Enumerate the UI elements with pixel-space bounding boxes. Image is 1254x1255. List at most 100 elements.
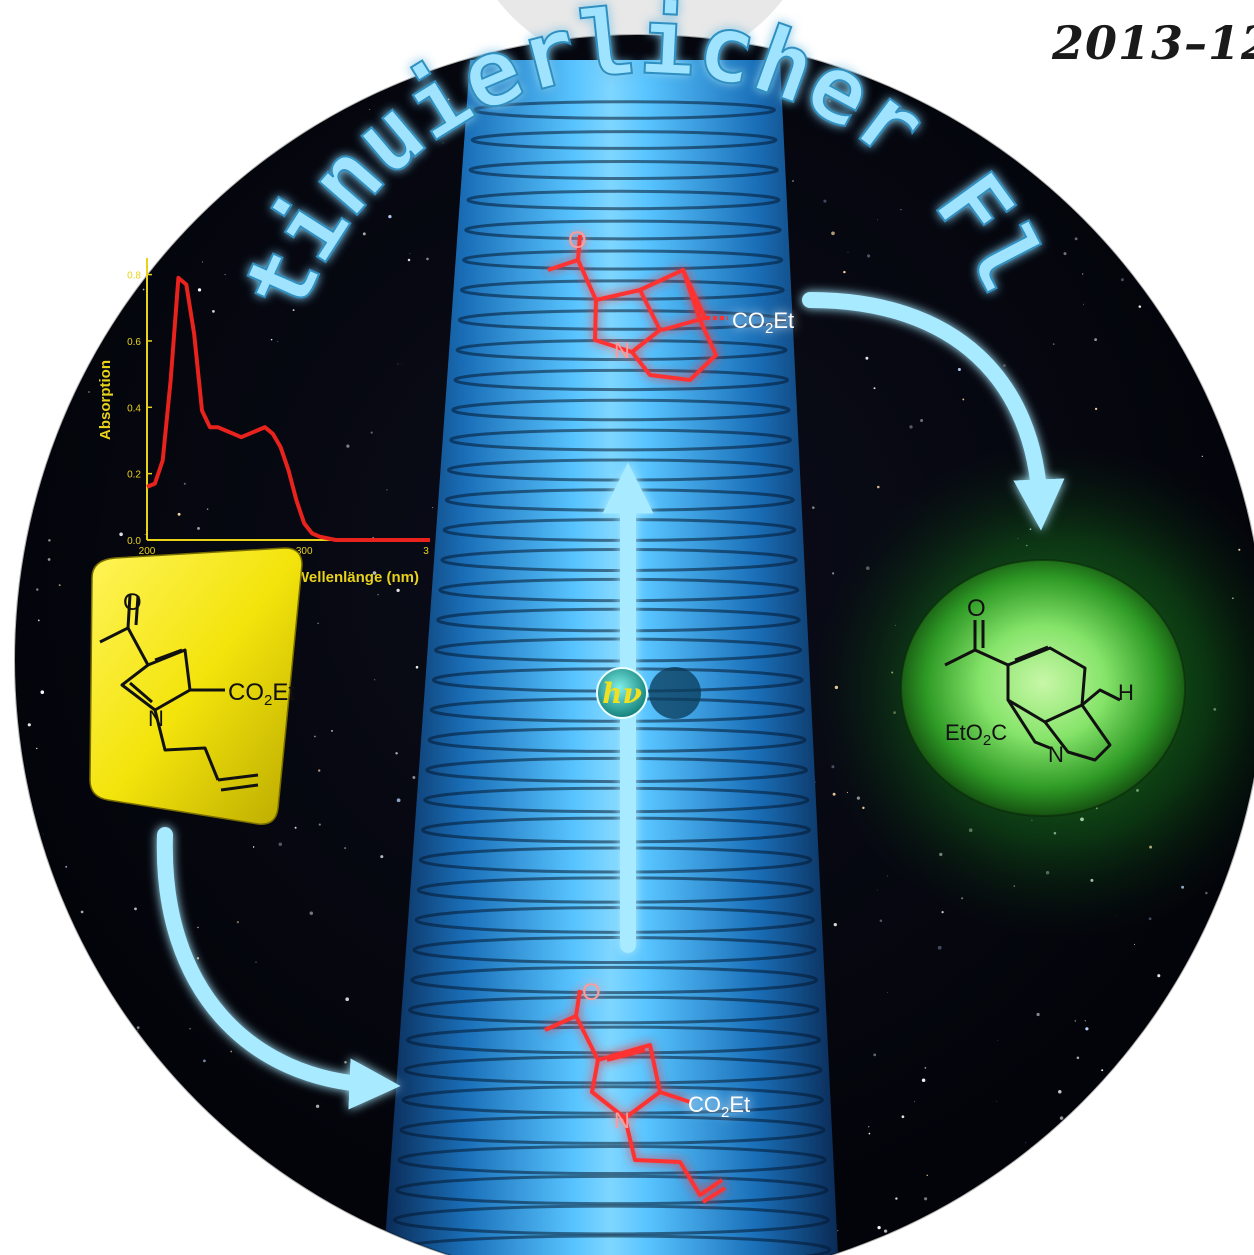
tube-ring — [468, 159, 779, 181]
y-axis-label: Absorption — [97, 360, 114, 440]
star — [136, 1026, 140, 1029]
star — [134, 907, 137, 911]
star — [331, 729, 333, 732]
star — [1027, 64, 1030, 67]
star — [883, 1229, 888, 1233]
tube-ring — [408, 995, 820, 1025]
star — [137, 1029, 139, 1031]
star — [1177, 1089, 1182, 1094]
star — [1072, 1126, 1076, 1130]
star — [230, 1050, 233, 1053]
star — [487, 14, 489, 16]
star — [1063, 252, 1067, 256]
star — [369, 109, 371, 110]
star — [10, 757, 14, 761]
star — [1201, 1054, 1205, 1057]
star — [318, 769, 321, 772]
hv-label: hν — [602, 677, 642, 710]
bottom-ester-label: CO2Et — [688, 1092, 750, 1121]
tube-ring — [438, 577, 800, 603]
top-ring-n: N — [614, 338, 630, 363]
arrow-to-reactor — [156, 827, 401, 1110]
star — [75, 287, 79, 291]
star — [868, 1132, 871, 1135]
star — [68, 945, 71, 948]
spectrum-series-line — [146, 275, 430, 542]
star — [937, 945, 942, 950]
product-sphere: O H N EtO2C — [900, 559, 1186, 817]
star — [847, 251, 849, 253]
star — [1094, 338, 1097, 341]
star — [426, 257, 429, 261]
tube-ring — [436, 607, 801, 633]
star — [1142, 1071, 1146, 1075]
star — [921, 1078, 926, 1082]
tube-ring — [472, 100, 776, 120]
star — [962, 398, 965, 401]
star — [15, 779, 17, 782]
star — [386, 489, 388, 491]
star — [876, 889, 878, 891]
star — [1053, 106, 1055, 108]
star — [1, 773, 2, 774]
star — [1207, 124, 1211, 128]
star — [963, 93, 966, 96]
star — [1200, 261, 1205, 265]
star — [48, 539, 51, 542]
x-tick-label: 300 — [296, 546, 313, 557]
star — [9, 229, 11, 231]
start-ester-label: CO2Et — [228, 679, 295, 709]
arrow-to-product — [802, 292, 1065, 531]
star — [1150, 249, 1153, 252]
star — [1212, 1228, 1213, 1230]
product-hydrogen: H — [1118, 680, 1134, 705]
star — [957, 367, 961, 372]
star — [168, 145, 171, 148]
star — [1052, 343, 1055, 345]
star — [37, 619, 40, 622]
star — [1183, 1216, 1185, 1217]
star — [396, 588, 400, 593]
star — [30, 955, 33, 958]
star — [35, 1054, 36, 1056]
star — [823, 199, 827, 203]
star — [2, 684, 4, 686]
star — [0, 1155, 1, 1157]
star — [315, 1104, 320, 1108]
tube-ring — [442, 518, 797, 542]
star — [887, 992, 888, 993]
star — [1074, 237, 1078, 241]
star — [1101, 1069, 1104, 1072]
start-carbonyl-o: O — [123, 589, 142, 616]
star — [928, 25, 930, 27]
x-tick-label: 3 — [423, 546, 429, 557]
product-carbonyl-o: O — [967, 595, 986, 622]
star — [318, 823, 321, 826]
tube-ring — [405, 1025, 822, 1055]
star — [873, 387, 876, 390]
tube-ring — [410, 965, 819, 995]
star — [196, 1125, 200, 1130]
star — [999, 128, 1004, 133]
tube-ring — [455, 339, 788, 361]
star — [879, 919, 883, 922]
star — [397, 363, 399, 365]
tube-ring — [462, 249, 784, 271]
star — [45, 170, 47, 172]
tube-ring — [418, 846, 813, 874]
star — [65, 865, 68, 868]
y-tick-label: 0.4 — [127, 403, 141, 414]
star — [407, 258, 411, 262]
star — [1143, 167, 1146, 169]
star — [190, 24, 192, 26]
star — [828, 100, 832, 103]
star — [317, 622, 319, 624]
star — [867, 254, 871, 258]
star — [197, 526, 200, 530]
star — [5, 1211, 8, 1214]
star — [964, 41, 966, 43]
star — [972, 119, 976, 124]
tube-ring — [393, 1204, 830, 1236]
star — [372, 571, 377, 575]
